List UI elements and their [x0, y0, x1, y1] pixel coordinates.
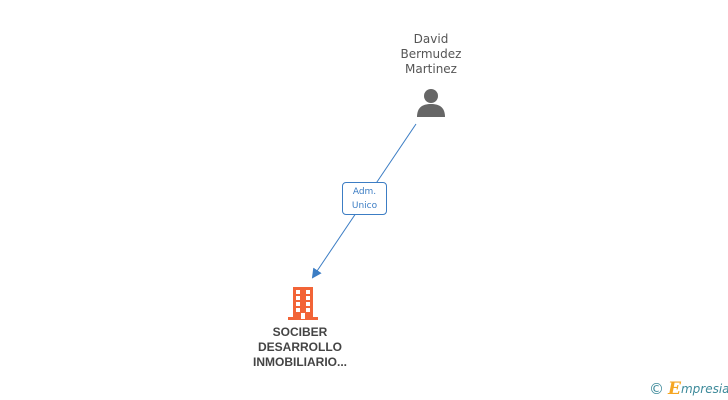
person-name-line-1: David — [413, 32, 449, 46]
brand-name: mpresia — [680, 382, 728, 396]
person-node-label[interactable]: David Bermudez Martinez — [371, 32, 491, 77]
copyright-icon: © — [649, 380, 664, 398]
relation-label-line-2: Unico — [351, 201, 378, 211]
company-name-line-1: SOCIBER — [272, 325, 328, 339]
building-icon[interactable] — [286, 285, 320, 321]
company-node-label[interactable]: SOCIBER DESARROLLO INMOBILIARIO... — [230, 325, 370, 370]
relation-label: Adm. Unico — [342, 182, 387, 215]
person-name-line-2: Bermudez — [400, 47, 462, 61]
empresia-logo: © E mpresia — [649, 379, 728, 399]
person-icon[interactable] — [415, 88, 447, 118]
company-name-line-3: INMOBILIARIO... — [253, 355, 347, 369]
brand-initial: E — [668, 379, 681, 399]
relation-label-line-1: Adm. — [352, 187, 377, 197]
company-name-line-2: DESARROLLO — [258, 340, 342, 354]
person-name-line-3: Martinez — [405, 62, 457, 76]
